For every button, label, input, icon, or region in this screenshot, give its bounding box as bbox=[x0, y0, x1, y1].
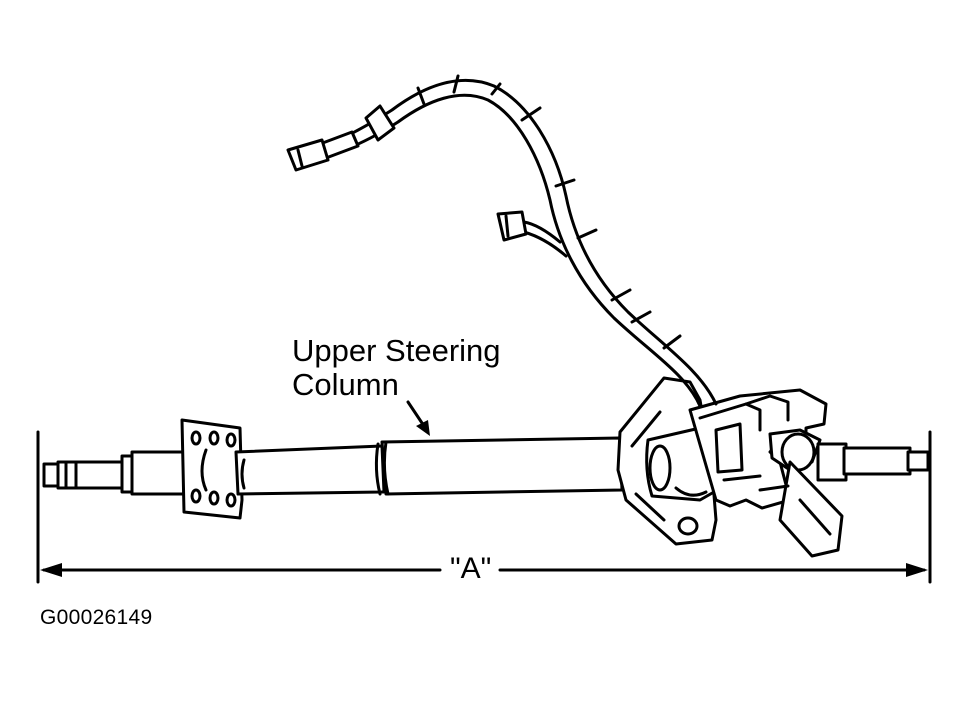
callout-arrow bbox=[406, 400, 430, 436]
dimension-a-label: "A" bbox=[446, 552, 496, 586]
mounting-bracket bbox=[180, 418, 244, 520]
callout-label-line2: Column bbox=[292, 367, 399, 402]
dimension-a-line bbox=[36, 430, 932, 584]
column-tube bbox=[234, 436, 624, 496]
wiring-harness bbox=[286, 74, 718, 408]
callout-label-line1: Upper Steering bbox=[292, 333, 501, 368]
shaft-spline-end bbox=[42, 450, 186, 496]
figure-id: G00026149 bbox=[40, 606, 153, 629]
shaft-right-end bbox=[816, 442, 930, 482]
switch-housing bbox=[645, 388, 844, 558]
